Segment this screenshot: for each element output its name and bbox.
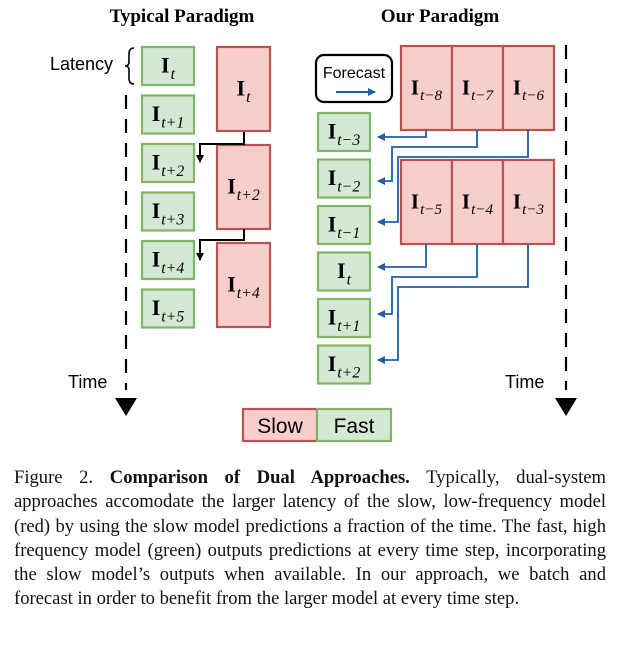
our-paradigm-title: Our Paradigm: [381, 6, 500, 27]
forecast-label: Forecast: [323, 65, 386, 82]
our-slow-batch2-frame-1-label: It−4: [462, 189, 494, 218]
typical-fast-frame-5-box: [140, 288, 196, 329]
our-slow-batch2-frame-2-box: [501, 158, 556, 246]
batch1-arrows: [377, 130, 529, 226]
typical-slow-frame-2-label: It+4: [227, 272, 260, 302]
our-slow-batch1-frame-1-label: It−7: [462, 75, 495, 104]
typical-fast-frame-0-label: It: [161, 53, 176, 83]
our-fast-frame-3-box: [316, 251, 372, 292]
typical-fast-frame-1-label: It+1: [152, 101, 185, 131]
typical-fast-frame-4-label: It+4: [152, 247, 185, 277]
typical-slow-frame-0-label: It: [237, 76, 252, 106]
our-fast-frame-3-label: It: [337, 258, 352, 288]
typical-slow-frame-1-label: It+2: [227, 174, 260, 204]
typical-fast-frame-0-box: [140, 45, 196, 87]
time-label-left: Time: [68, 372, 107, 392]
our-slow-batch2-frame-2-label: It−3: [513, 189, 545, 218]
caption-body: Typically, dual-system approaches accomo…: [14, 467, 607, 610]
typical-arrow-1: [196, 132, 245, 163]
figure-caption: Figure 2. Comparison of Dual Approaches.…: [14, 466, 606, 612]
time-arrow-right-icon: [555, 398, 577, 416]
time-arrow-left-icon: [115, 398, 137, 416]
typical-fast-frame-3-box: [140, 191, 196, 232]
typical-fast-frame-1-box: [140, 94, 196, 135]
caption-bold-title: Comparison of Dual Approaches.: [109, 467, 410, 488]
legend-slow-label: Slow: [257, 415, 303, 438]
typical-fast-frame-2-box: [140, 142, 196, 184]
our-fast-frame-5-label: It+2: [328, 351, 361, 381]
our-fast-frame-4-label: It+1: [328, 305, 361, 335]
our-slow-batch1-frame-2-box: [501, 44, 556, 132]
our-slow-batch1-frame-2-label: It−6: [513, 75, 545, 104]
our-fast-frame-2-box: [316, 204, 372, 246]
typical-slow-frame-1-box: [215, 143, 272, 231]
our-slow-batch2-frame-1-box: [450, 158, 505, 246]
batch2-arrows: [377, 244, 529, 364]
typical-fast-frame-2-label: It+2: [152, 150, 185, 180]
our-fast-frame-1-box: [316, 158, 372, 199]
time-label-right: Time: [505, 372, 544, 392]
our-fast-frame-0-box: [316, 111, 372, 153]
our-fast-frame-1-label: It−2: [328, 165, 361, 195]
our-slow-batch2-frame-0-label: It−5: [411, 189, 443, 218]
legend-fast-label: Fast: [334, 415, 375, 438]
latency-brace: [124, 47, 135, 85]
our-fast-frame-2-label: It−1: [328, 212, 361, 242]
caption-figure-label: Figure 2.: [14, 467, 94, 488]
typical-arrow-2: [196, 229, 245, 261]
our-fast-frame-0-label: It−3: [328, 119, 361, 149]
typical-fast-frame-3-label: It+3: [152, 198, 185, 228]
legend-fast-box: [315, 407, 393, 443]
paradigm-diagram: Typical Paradigm Our Paradigm Latency Ti…: [50, 6, 577, 443]
typical-fast-frame-5-label: It+5: [152, 295, 185, 325]
typical-slow-frame-0-box: [215, 45, 272, 133]
our-fast-frame-4-box: [316, 297, 372, 339]
typical-paradigm-title: Typical Paradigm: [110, 6, 255, 27]
typical-fast-frame-4-box: [140, 239, 196, 281]
our-fast-frame-5-box: [316, 344, 372, 385]
typical-slow-frame-2-box: [215, 241, 272, 329]
our-slow-batch1-frame-0-label: It−8: [411, 75, 443, 104]
latency-label: Latency: [50, 54, 113, 74]
